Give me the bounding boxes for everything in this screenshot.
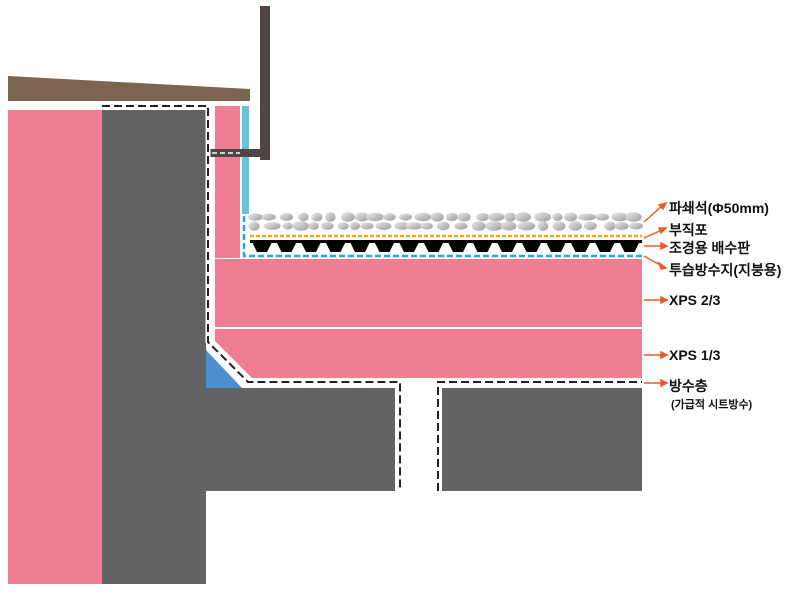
gravel-stone [420, 222, 433, 230]
gravel-stone [405, 222, 423, 230]
gravel-stone [487, 212, 505, 222]
gravel-stone [399, 213, 412, 221]
drainage-cell [448, 242, 468, 252]
gravel-stone [349, 221, 361, 231]
gravel-stone [471, 221, 486, 231]
gravel-stone [248, 221, 260, 231]
gravel-stone [628, 222, 644, 230]
drainage-cell [472, 242, 493, 252]
gravel-stone [263, 222, 281, 230]
drainage-cell [497, 242, 517, 252]
gravel-stone [568, 221, 582, 231]
label-drainage-board: 조경용 배수판 [669, 240, 751, 256]
drainage-cell [619, 242, 640, 252]
gravel-stone [430, 212, 444, 222]
label-membrane: 투습방수지(지붕용) [669, 262, 782, 278]
gravel-layer [248, 212, 644, 231]
gravel-stone [308, 222, 319, 230]
gravel-stone [365, 212, 384, 222]
xps-upper-layer [215, 259, 642, 327]
gravel-stone [436, 221, 450, 231]
gravel-stone [537, 221, 549, 231]
xps-lower-layer [215, 329, 642, 378]
concrete-slab-left [206, 388, 395, 491]
label-waterproof-note: (가급적 시트방수) [671, 399, 753, 411]
drainage-cell [399, 242, 419, 252]
exterior-insulation-wall [8, 110, 102, 584]
drainage-cell [325, 242, 346, 252]
gravel-stone [279, 213, 294, 221]
gravel-stone [604, 221, 616, 231]
concrete-wall [102, 110, 206, 584]
drainage-cell [570, 242, 591, 252]
gravel-stone [611, 212, 629, 222]
label-xps-upper: XPS 2/3 [669, 292, 721, 308]
label-xps-lower: XPS 1/3 [669, 347, 721, 363]
gravel-stone [320, 222, 334, 230]
label-nonwoven: 부직포 [669, 222, 708, 238]
gravel-stone [414, 212, 432, 222]
gravel-stone [337, 222, 349, 230]
railing-post [260, 6, 270, 160]
gravel-stone [517, 221, 536, 231]
drainage-cell [252, 242, 272, 252]
gravel-stone [564, 212, 578, 222]
concrete-slab-right [442, 388, 642, 491]
gravel-stone [261, 213, 276, 221]
cyan-strip [242, 106, 249, 214]
gravel-stone [292, 221, 310, 231]
corner-fillet [206, 350, 242, 388]
gravel-stone [625, 212, 642, 222]
waterproof-layer [102, 103, 642, 491]
gravel-stone [311, 212, 323, 222]
drainage-cell [301, 242, 321, 252]
gravel-stone [595, 213, 610, 221]
gravel-stone [534, 212, 552, 222]
gravel-stone [354, 212, 370, 222]
gravel-stone [325, 212, 336, 222]
drainage-cell [350, 242, 370, 252]
gravel-stone [614, 222, 629, 230]
drainage-cell [276, 242, 297, 252]
gravel-stone [485, 221, 503, 231]
gravel-stone [476, 212, 489, 222]
leader-arrows [643, 201, 669, 388]
membrane-layer [242, 216, 642, 258]
drainage-cell [374, 242, 395, 252]
gravel-stone [375, 221, 392, 231]
gravel-stone [394, 222, 410, 230]
roof-cap [8, 76, 250, 101]
gravel-stone [504, 212, 517, 222]
drainage-cell [521, 242, 542, 252]
gravel-stone [514, 212, 532, 222]
drainage-cell [595, 242, 615, 252]
drainage-board [250, 240, 642, 252]
gravel-stone [248, 213, 263, 221]
gravel-stone [500, 221, 517, 231]
drainage-board-top [250, 240, 642, 243]
drainage-cell [546, 242, 566, 252]
gravel-stone [583, 221, 597, 231]
parapet-insulation [215, 106, 240, 258]
gravel-stone [341, 212, 355, 222]
drainage-cell [423, 242, 444, 252]
gravel-stone [457, 212, 471, 222]
gravel-stone [282, 222, 293, 230]
gravel-stone [578, 213, 596, 221]
gravel-stone [298, 212, 309, 222]
gravel-stone [552, 213, 563, 221]
gravel-stone [360, 222, 374, 230]
gravel-stone [454, 222, 468, 230]
label-waterproof: 방수층 [669, 378, 708, 394]
gravel-stone [445, 212, 458, 222]
gravel-stone [552, 221, 566, 231]
label-gravel: 파쇄석(Φ50mm) [669, 200, 769, 216]
gravel-stone [383, 213, 396, 221]
